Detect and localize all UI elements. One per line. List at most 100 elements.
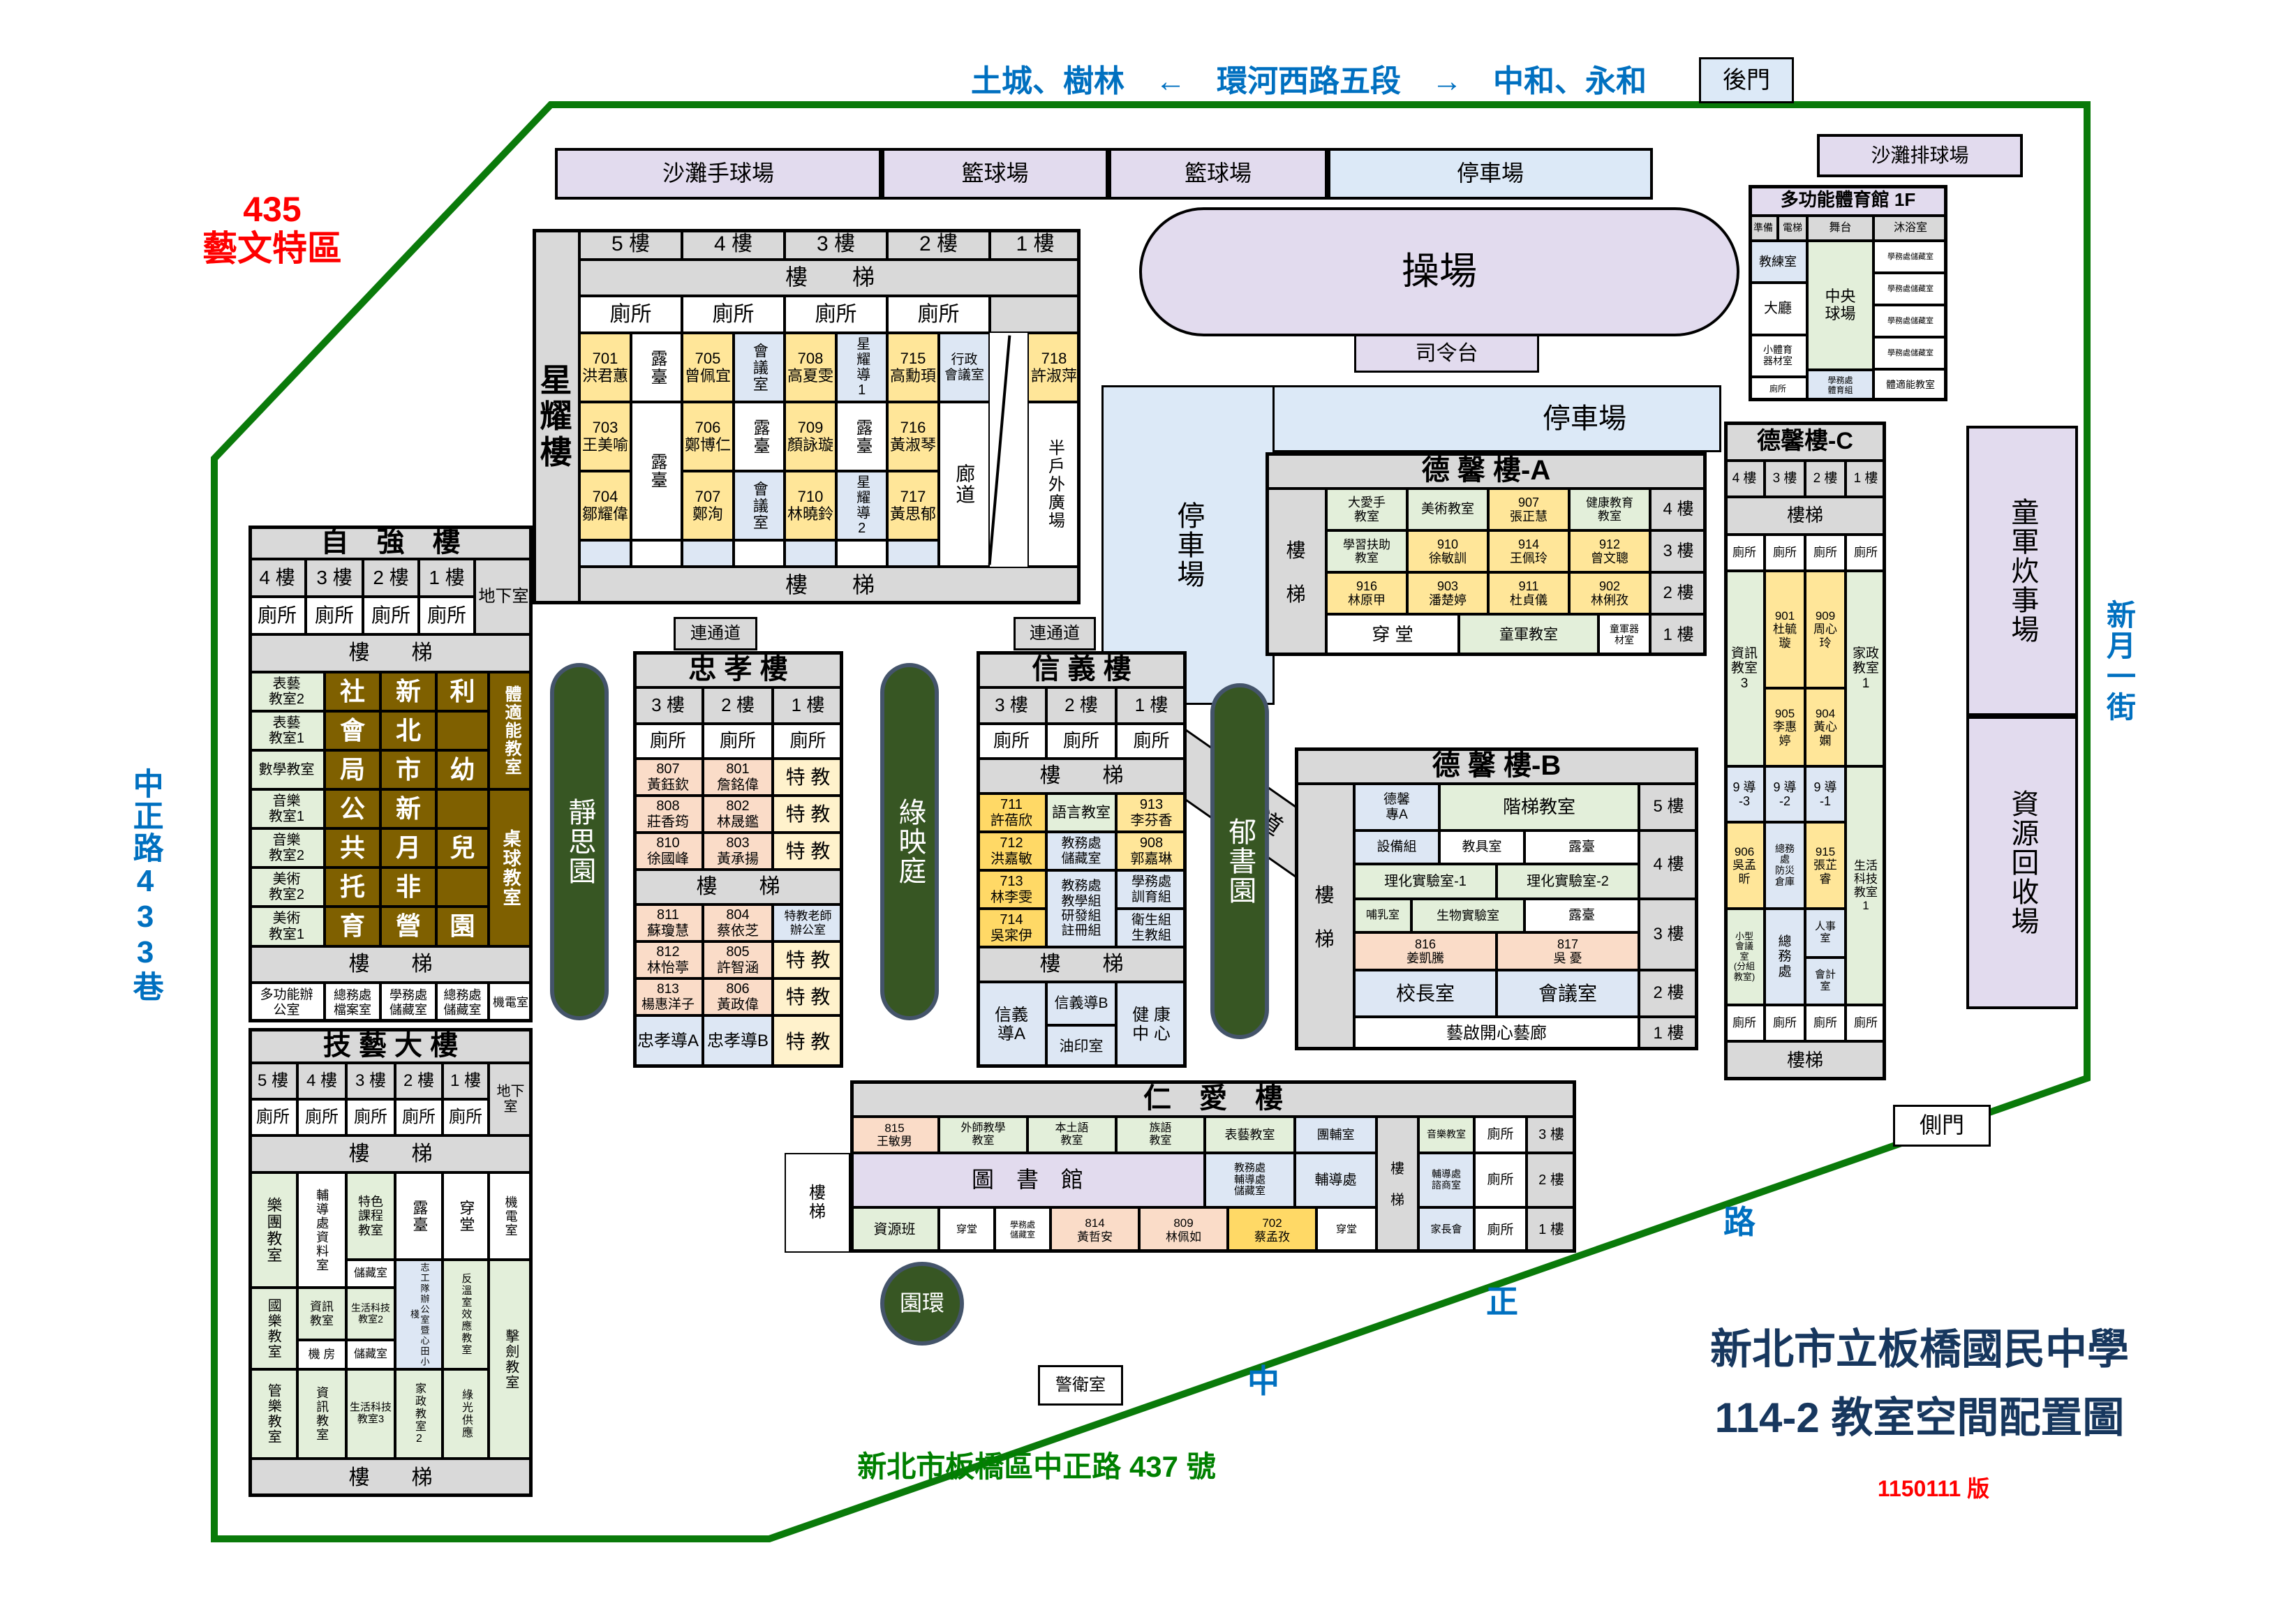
dexin-b-building-cell-4: 5 樓 — [1639, 784, 1698, 830]
dexin-c-building-cell-9: 廁所 — [1846, 535, 1886, 571]
dexin-b-building-cell-9: 理化實驗室-1 — [1354, 864, 1497, 899]
jiyi-building-cell-12: 樓 梯 — [248, 1135, 533, 1172]
renai-building-cell-16: 廁所 — [1474, 1153, 1527, 1207]
xingyao-building-cell-32: 會議室 — [734, 471, 785, 540]
dexin-a-building-cell-3: 美術教室 — [1407, 489, 1488, 530]
lvying-court: 綠映庭 — [880, 663, 939, 1020]
renai-building-cell-12: 圖 書 館 — [850, 1153, 1205, 1207]
dexin-b-building-cell-20: 藝啟開心藝廊 — [1354, 1017, 1639, 1050]
xingyao-building-cell-37 — [631, 540, 682, 567]
xingyao-building-cell-7: 廁所 — [579, 296, 682, 333]
dexin-a-building-cell-18: 童軍教室 — [1459, 614, 1598, 656]
zhongxiao-building-cell-2: 2 樓 — [703, 687, 773, 724]
dexin-c-building-cell-10: 資訊 教室 3 — [1724, 571, 1765, 766]
xingyao-building-cell-35: 717 黃思郁 — [887, 471, 939, 540]
ziqiang-building-cell-31: 月 — [380, 828, 436, 867]
xinyi-building-cell-14: 713 林李雯 — [977, 870, 1046, 909]
zhongxiao-building-cell-20: 812 林怡葶 — [633, 941, 703, 978]
ziqiang-building-cell-14: 利 — [436, 672, 489, 711]
dexin-c-building-cell-17: 9 導 -2 — [1765, 766, 1805, 822]
xinyi-building-cell-16: 學務處 訓育組 — [1116, 870, 1187, 909]
ziqiang-building-cell-24: 音樂 教室1 — [248, 789, 325, 828]
renai-building-cell-8: 樓 梯 — [1376, 1117, 1418, 1253]
renai-building-cell-26: 廁所 — [1474, 1207, 1527, 1253]
xingyao-building-cell-19: 行政 會議室 — [939, 333, 990, 402]
dexin-a-building-cell-12: 916 林原甲 — [1326, 572, 1407, 614]
dexin-c-building-cell-16: 9 導 -3 — [1724, 766, 1765, 822]
jiyi-building-cell-20: 國樂教室 — [248, 1288, 297, 1369]
ziqiang-building-cell-42: 多功能辦 公室 — [248, 983, 325, 1022]
gym-building-cell-8: 廁所 — [1749, 377, 1807, 401]
jiyi-building-cell-11: 廁所 — [443, 1099, 489, 1135]
dexin-b-building-cell-5: 設備組 — [1354, 830, 1439, 864]
xingyao-building-cell-0: 星 耀 樓 — [533, 229, 579, 604]
jingsi-garden: 靜思園 — [550, 663, 609, 1020]
dexin-b-building-cell-16: 817 吳 憂 — [1497, 932, 1639, 970]
jiyi-building-cell-0: 技 藝 大 樓 — [248, 1028, 533, 1063]
zhongxiao-building-cell-8: 801 詹銘偉 — [703, 759, 773, 796]
renai-building-cell-17: 2 樓 — [1527, 1153, 1576, 1207]
xingyao-building-cell-14: 705 曾佩宜 — [682, 333, 734, 402]
zhongxiao-building-cell-28: 特 教 — [773, 1015, 843, 1068]
back-gate: 後門 — [1699, 57, 1794, 103]
xingyao-building-cell-10: 廁所 — [887, 296, 990, 333]
xinyi-building-cell-13: 908 郭嘉琳 — [1116, 832, 1187, 870]
xinyi-building-cell-9: 語言教室 — [1046, 794, 1116, 832]
jiyi-building-cell-33: 樓 梯 — [248, 1459, 533, 1497]
ziqiang-building-cell-23: 幼 — [436, 750, 489, 789]
ziqiang-building-cell-40: 園 — [436, 907, 489, 946]
xinyi-building-cell-3: 1 樓 — [1116, 687, 1187, 724]
xinyi-building-cell-18: 衛生組 生教組 — [1116, 909, 1187, 947]
zhongxiao-building-cell-3: 1 樓 — [773, 687, 843, 724]
xingyao-building-cell-13: 露臺 — [631, 333, 682, 402]
jiyi-building-cell-16: 儲藏室 — [346, 1260, 395, 1288]
ziqiang-building-cell-16: 表藝 教室1 — [248, 711, 325, 750]
xinyi-building-cell-21: 信義導B — [1046, 982, 1116, 1025]
xingyao-building-cell-22: 露臺 — [631, 402, 682, 540]
ziqiang-building-cell-7: 廁所 — [306, 597, 363, 634]
school-title-line1: 新北市立板橋國民中學 — [1710, 1326, 2129, 1373]
dexin-b-building-cell-0: 德 馨 樓-B — [1295, 747, 1698, 784]
podium: 司令台 — [1354, 334, 1539, 373]
ziqiang-building-cell-13: 新 — [380, 672, 436, 711]
dexin-b-building-cell-10: 理化實驗室-2 — [1497, 864, 1639, 899]
jiyi-building-cell-14: 輔導處資料室 — [297, 1172, 346, 1288]
jiyi-building-cell-21: 管樂教室 — [248, 1369, 297, 1459]
ziqiang-building-cell-18: 北 — [380, 711, 436, 750]
xingyao-building-cell-29: 半戶外廣場 — [1027, 402, 1081, 567]
gym-building-cell-5: 教練室 — [1749, 241, 1807, 283]
dexin-c-building-cell-2: 3 樓 — [1765, 461, 1805, 497]
zhongxiao-building-cell-19: 特教老師 辦公室 — [773, 904, 843, 941]
ziqiang-building-cell-34: 托 — [325, 867, 380, 907]
ziqiang-building-cell-39: 營 — [380, 907, 436, 946]
art-district-label: 435 藝文特區 — [202, 190, 342, 268]
zhongxiao-building-cell-11: 802 林晟鑑 — [703, 796, 773, 833]
ziqiang-building-cell-1: 4 樓 — [248, 559, 306, 597]
renai-building-cell-10: 廁所 — [1474, 1117, 1527, 1153]
jiyi-building-cell-30: 反溫室效應教室 — [443, 1260, 489, 1369]
dexin-b-building-cell-6: 教具室 — [1439, 830, 1524, 864]
yuanhuan-circle: 園環 — [880, 1262, 964, 1346]
dexin-b-building-cell-2: 德馨 專A — [1354, 784, 1439, 830]
ziqiang-building-cell-43: 總務處 檔案室 — [325, 983, 380, 1022]
dexin-b-building-cell-8: 4 樓 — [1639, 830, 1698, 899]
xinyi-building-cell-8: 711 許蓓欣 — [977, 794, 1046, 832]
road-char-zheng: 正 — [1486, 1283, 1518, 1320]
road-char-zhong: 中 — [1247, 1363, 1279, 1400]
xinyi-building-cell-5: 廁所 — [1046, 724, 1116, 759]
ziqiang-building-cell-37: 美術 教室1 — [248, 907, 325, 946]
xinyi-building-cell-19: 樓 梯 — [977, 947, 1187, 982]
xingyao-building-cell-11 — [990, 296, 1081, 333]
ziqiang-building-cell-27 — [436, 789, 489, 828]
dexin-a-building-cell-10: 912 曾文聰 — [1569, 530, 1650, 572]
dexin-b-building-cell-1: 樓 梯 — [1295, 784, 1354, 1050]
dexin-c-building-cell-13: 家政 教室 1 — [1846, 571, 1886, 766]
jiyi-building-cell-23: 機 房 — [297, 1340, 346, 1369]
parking-lot-north: 停車場 — [1328, 148, 1653, 200]
ziqiang-building-cell-2: 3 樓 — [306, 559, 363, 597]
dexin-c-building-cell-26: 會計 室 — [1805, 958, 1846, 1005]
dexin-a-building-cell-11: 3 樓 — [1650, 530, 1707, 572]
xinyi-building-cell-1: 3 樓 — [977, 687, 1046, 724]
dexin-c-building-cell-22: 915 張芷 睿 — [1805, 822, 1846, 909]
xingyao-building-cell-26: 露臺 — [836, 402, 887, 471]
